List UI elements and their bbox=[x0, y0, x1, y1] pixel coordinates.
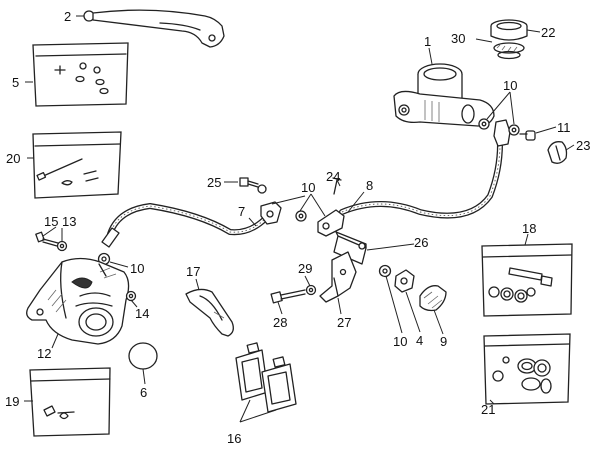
gasket-part-30 bbox=[493, 42, 525, 60]
pin-bag-part-20 bbox=[32, 131, 122, 199]
seal-part-6 bbox=[128, 342, 158, 370]
brake-caliper-part-12 bbox=[26, 257, 130, 345]
boot-part-9 bbox=[419, 285, 447, 312]
reservoir-cap-part-22 bbox=[490, 19, 528, 41]
callout-7: 7 bbox=[238, 204, 245, 219]
repair-kit-bag-part-18 bbox=[481, 243, 573, 317]
callout-19: 19 bbox=[5, 394, 19, 409]
bolt-part-15 bbox=[35, 231, 59, 247]
callout-18: 18 bbox=[522, 221, 536, 236]
washer-part-14 bbox=[125, 290, 137, 302]
washer-part-10-master-a bbox=[478, 118, 490, 130]
brake-pads-part-16 bbox=[235, 342, 297, 413]
callout-10-middle: 10 bbox=[301, 180, 315, 195]
pin-part-24 bbox=[332, 177, 342, 195]
callout-9: 9 bbox=[440, 334, 447, 349]
bolt-part-28 bbox=[270, 289, 306, 304]
callout-10-caliper: 10 bbox=[130, 261, 144, 276]
callout-21: 21 bbox=[481, 402, 495, 417]
callout-27: 27 bbox=[337, 315, 351, 330]
bolt-part-11 bbox=[519, 130, 536, 141]
callout-11: 11 bbox=[557, 120, 571, 135]
callout-8: 8 bbox=[366, 178, 373, 193]
seal-kit-bag-part-21 bbox=[483, 333, 571, 405]
callout-24: 24 bbox=[326, 169, 340, 184]
master-cylinder-part-1 bbox=[393, 63, 495, 127]
washer-part-29 bbox=[305, 284, 317, 296]
callout-25: 25 bbox=[207, 175, 221, 190]
banjo-bolt-part-4 bbox=[394, 269, 415, 293]
brake-lever-part-2 bbox=[83, 9, 225, 48]
pad-part-17 bbox=[185, 288, 234, 337]
bleed-valve-bag-part-19 bbox=[29, 367, 111, 437]
brake-hose-part-8 bbox=[317, 119, 511, 237]
callout-26: 26 bbox=[414, 235, 428, 250]
callout-16: 16 bbox=[227, 431, 241, 446]
brake-hose-part-7 bbox=[101, 201, 282, 248]
leader-lines bbox=[24, 15, 575, 423]
washer-part-10-middle bbox=[295, 210, 307, 222]
callout-28: 28 bbox=[273, 315, 287, 330]
callout-10-master: 10 bbox=[503, 78, 517, 93]
callout-4: 4 bbox=[416, 333, 423, 348]
bolt-part-25 bbox=[239, 177, 267, 194]
switch-part-23 bbox=[547, 141, 568, 164]
callout-22: 22 bbox=[541, 25, 555, 40]
callout-23: 23 bbox=[576, 138, 590, 153]
bracket-part-27 bbox=[319, 251, 357, 303]
washer-part-10-lower bbox=[378, 264, 392, 278]
callout-14: 14 bbox=[135, 306, 149, 321]
callout-15: 15 bbox=[44, 214, 58, 229]
callout-2: 2 bbox=[64, 9, 71, 24]
callout-6: 6 bbox=[140, 385, 147, 400]
callout-20: 20 bbox=[6, 151, 20, 166]
callout-30: 30 bbox=[451, 31, 465, 46]
washer-part-13 bbox=[56, 240, 68, 252]
callout-29: 29 bbox=[298, 261, 312, 276]
callout-10-lower: 10 bbox=[393, 334, 407, 349]
callout-17: 17 bbox=[186, 264, 200, 279]
callout-1: 1 bbox=[424, 34, 431, 49]
callout-5: 5 bbox=[12, 75, 19, 90]
washer-part-10-master-b bbox=[508, 124, 520, 136]
callout-labels: 2 5 20 15 13 10 12 14 6 19 16 17 7 25 10… bbox=[5, 9, 590, 446]
junction-block-part-26 bbox=[333, 231, 367, 265]
callout-12: 12 bbox=[37, 346, 51, 361]
hardware-bag-part-5 bbox=[32, 42, 129, 107]
callout-13: 13 bbox=[62, 214, 76, 229]
